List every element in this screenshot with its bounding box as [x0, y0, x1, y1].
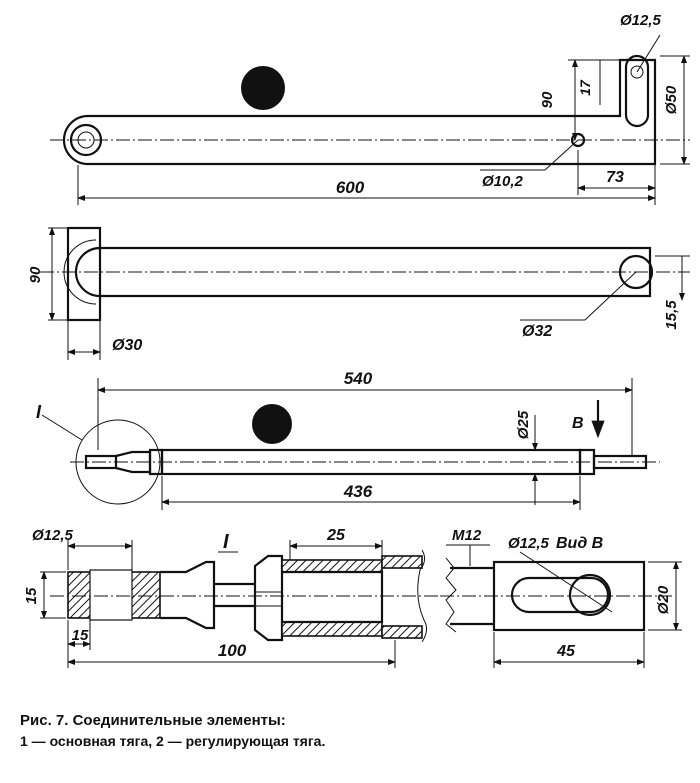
dim-d12-5-viewb: Ø12,5 [508, 535, 550, 552]
dim-17: 17 [577, 79, 593, 96]
dim-d12-5-top: Ø12,5 [620, 12, 662, 29]
dim-15-5: 15,5 [663, 300, 680, 330]
hex-nut [253, 554, 284, 642]
left-block [66, 226, 102, 322]
dim-d50: Ø50 [663, 85, 680, 114]
fork-hole [568, 573, 612, 617]
caption-subtitle: 1 — основная тяга, 2 — регулирующая тяга… [20, 733, 326, 749]
figure-caption: Рис. 7. Соединительные элементы: 1 — осн… [20, 712, 660, 749]
dim-100: 100 [218, 641, 247, 660]
dim-d30: Ø30 [112, 337, 142, 354]
rod-body-outline [62, 58, 657, 166]
detail-callout-label: I [36, 402, 42, 422]
dim-d20: Ø20 [655, 585, 672, 614]
view-1-main-rod: 600 73 90 17 Ø50 Ø12,5 Ø10,2 [50, 12, 690, 205]
dim-90-top: 90 [539, 91, 556, 108]
end-slot [624, 54, 650, 128]
view-3-adjusting-rod: I 540 436 Ø25 В [36, 369, 660, 510]
dim-d25: Ø25 [515, 410, 532, 439]
dim-15-vertical: 15 [23, 587, 40, 604]
dim-m12: M12 [452, 527, 482, 544]
dim-436: 436 [343, 482, 373, 501]
dim-d32: Ø32 [522, 323, 552, 340]
dim-600: 600 [336, 178, 365, 197]
dim-15-horizontal: 15 [72, 627, 89, 644]
dim-540: 540 [344, 369, 373, 388]
sleeve-bottom [281, 621, 383, 637]
black-marker-dot [241, 66, 285, 110]
slot-hole [630, 65, 644, 79]
detail-i: I Ø12,5 15 15 100 25 [23, 527, 440, 668]
rod-side-body [74, 246, 652, 298]
dim-73: 73 [606, 169, 624, 186]
dim-45: 45 [556, 643, 576, 660]
view-2-side-rod: 90 Ø30 Ø32 15,5 [27, 226, 690, 360]
dim-25: 25 [326, 527, 346, 544]
dim-d12-5-detail: Ø12,5 [32, 527, 74, 544]
black-marker-dot-2 [252, 404, 292, 444]
fork-slot [510, 576, 610, 614]
caption-title: Рис. 7. Соединительные элементы: [20, 712, 286, 729]
view-b-title: Вид В [556, 535, 603, 552]
view-b: Вид В M12 Ø12,5 Ø20 45 [440, 527, 682, 668]
dim-d10-2: Ø10,2 [482, 173, 524, 190]
dim-90-side: 90 [27, 266, 44, 283]
sleeve-top [281, 559, 383, 573]
detail-i-title: I [223, 531, 229, 553]
view-b-label: В [572, 415, 584, 432]
